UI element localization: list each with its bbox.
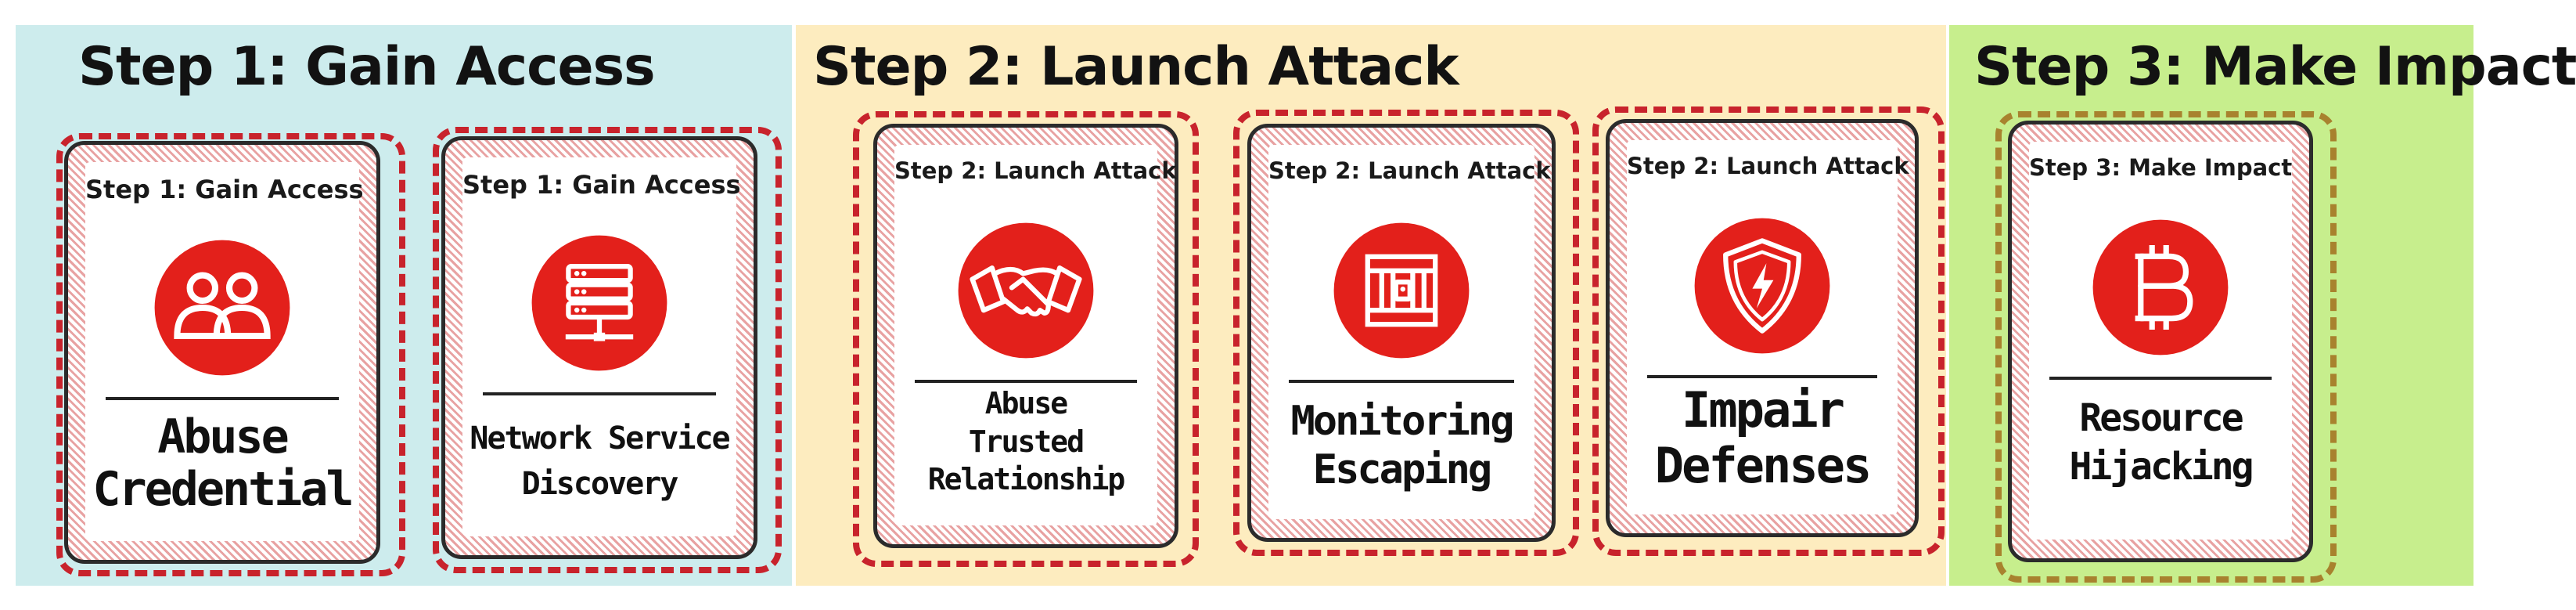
card6-dashed-outline (1995, 111, 2337, 583)
card-step-label: Step 2: Launch Attack (1627, 153, 1909, 179)
card-step-label: Step 3: Make Impact (2029, 154, 2293, 181)
server-icon (531, 235, 667, 371)
card5-dashed-outline (1592, 106, 1945, 556)
card-divider (1289, 380, 1514, 383)
card-abuse-credential[interactable]: Step 1: Gain Access Abuse Credential (64, 141, 380, 564)
users-icon (154, 240, 290, 376)
card-name: Resource Hijacking (2069, 396, 2254, 489)
card3-dashed-outline (853, 111, 1199, 567)
card-face: Step 3: Make Impact Resource Hijacking (2029, 142, 2292, 540)
step2-title: Step 2: Launch Attack (813, 36, 1459, 98)
card-face: Step 2: Launch Attack Impair Defenses (1627, 140, 1909, 514)
card-resource-hijacking[interactable]: Step 3: Make Impact Resource Hijacking (2008, 121, 2313, 562)
card-name: Monitoring Escaping (1290, 398, 1514, 494)
jail-icon (1333, 222, 1470, 359)
card-divider (1647, 375, 1877, 378)
card-divider (106, 397, 339, 400)
card-face: Step 2: Launch Attack Monitoring Escapin… (1268, 145, 1551, 519)
card-divider (915, 380, 1137, 383)
card-abuse-trusted-relationship[interactable]: Step 2: Launch Attack Abuse Trusted Rela… (873, 124, 1178, 548)
card-name: Abuse Trusted Relationship (927, 386, 1126, 497)
card-name: Network Service Discovery (470, 421, 730, 502)
card-step-label: Step 1: Gain Access (462, 170, 741, 200)
card-face: Step 2: Launch Attack Abuse Trusted Rela… (894, 145, 1177, 525)
card-step-label: Step 1: Gain Access (85, 175, 364, 204)
card2-dashed-outline (433, 127, 782, 573)
card-impair-defenses[interactable]: Step 2: Launch Attack Impair Defenses (1606, 119, 1919, 537)
step3-title: Step 3: Make Impact (1974, 36, 2576, 98)
bitcoin-icon (2092, 219, 2229, 356)
card4-dashed-outline (1233, 110, 1579, 556)
card-divider (483, 392, 716, 395)
card-name: Impair Defenses (1654, 381, 1873, 494)
card-face: Step 1: Gain Access Abuse Credential (85, 162, 364, 541)
card-network-service-discovery[interactable]: Step 1: Gain Access Network Service Disc… (441, 136, 757, 559)
card-monitoring-escaping[interactable]: Step 2: Launch Attack Monitoring Escapin… (1247, 124, 1556, 542)
card-divider (2049, 377, 2272, 380)
step1-title: Step 1: Gain Access (78, 36, 656, 98)
card1-dashed-outline (56, 133, 405, 576)
shield-icon (1694, 218, 1830, 354)
card-step-label: Step 2: Launch Attack (894, 157, 1177, 184)
card-name: Abuse Credential (92, 410, 354, 518)
card-face: Step 1: Gain Access Network Service Disc… (462, 157, 741, 536)
handshake-icon (958, 222, 1094, 359)
card-step-label: Step 2: Launch Attack (1268, 157, 1551, 184)
